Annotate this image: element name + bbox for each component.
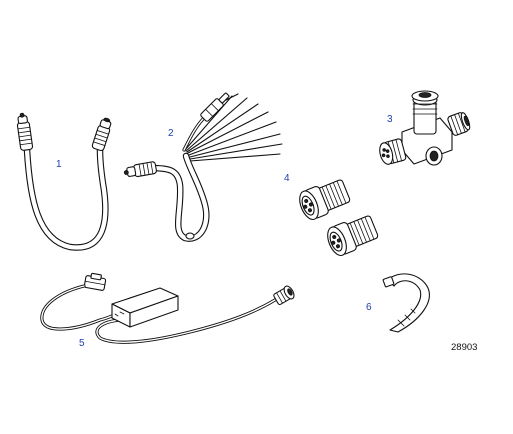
interface-module-icon <box>40 272 295 344</box>
figure-reference-number: 28903 <box>451 342 477 353</box>
callout-1: 1 <box>56 159 62 170</box>
callout-3: 3 <box>387 114 393 125</box>
terminator-plug-icon <box>299 179 379 257</box>
cable-tie-icon <box>382 273 430 333</box>
t-connector-icon <box>379 90 471 166</box>
callout-2: 2 <box>168 128 174 139</box>
callout-5: 5 <box>79 338 85 349</box>
callout-4: 4 <box>284 173 290 184</box>
drop-cable-icon <box>16 112 112 251</box>
wiring-harness-icon <box>123 92 283 242</box>
callout-6: 6 <box>366 302 372 313</box>
